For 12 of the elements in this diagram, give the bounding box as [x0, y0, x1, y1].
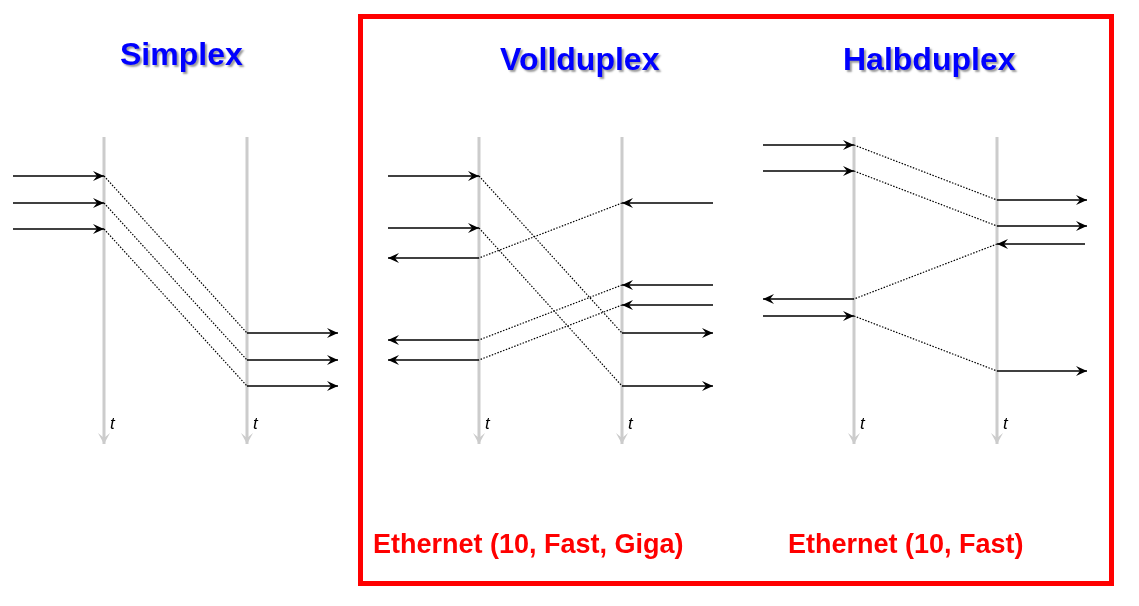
highlight-frame [358, 14, 1114, 586]
frame-label: Ethernet (10, Fast, Giga) [373, 531, 684, 558]
heading: Vollduplex [500, 43, 660, 75]
time-axis-label: t [110, 415, 115, 432]
heading: Simplex [120, 38, 243, 70]
time-axis-label: t [253, 415, 258, 432]
time-axis-label: t [860, 415, 865, 432]
frame-label: Ethernet (10, Fast) [788, 531, 1024, 558]
heading: Halbduplex [843, 43, 1016, 75]
time-axis-label: t [1003, 415, 1008, 432]
time-axis-label: t [485, 415, 490, 432]
time-axis-label: t [628, 415, 633, 432]
